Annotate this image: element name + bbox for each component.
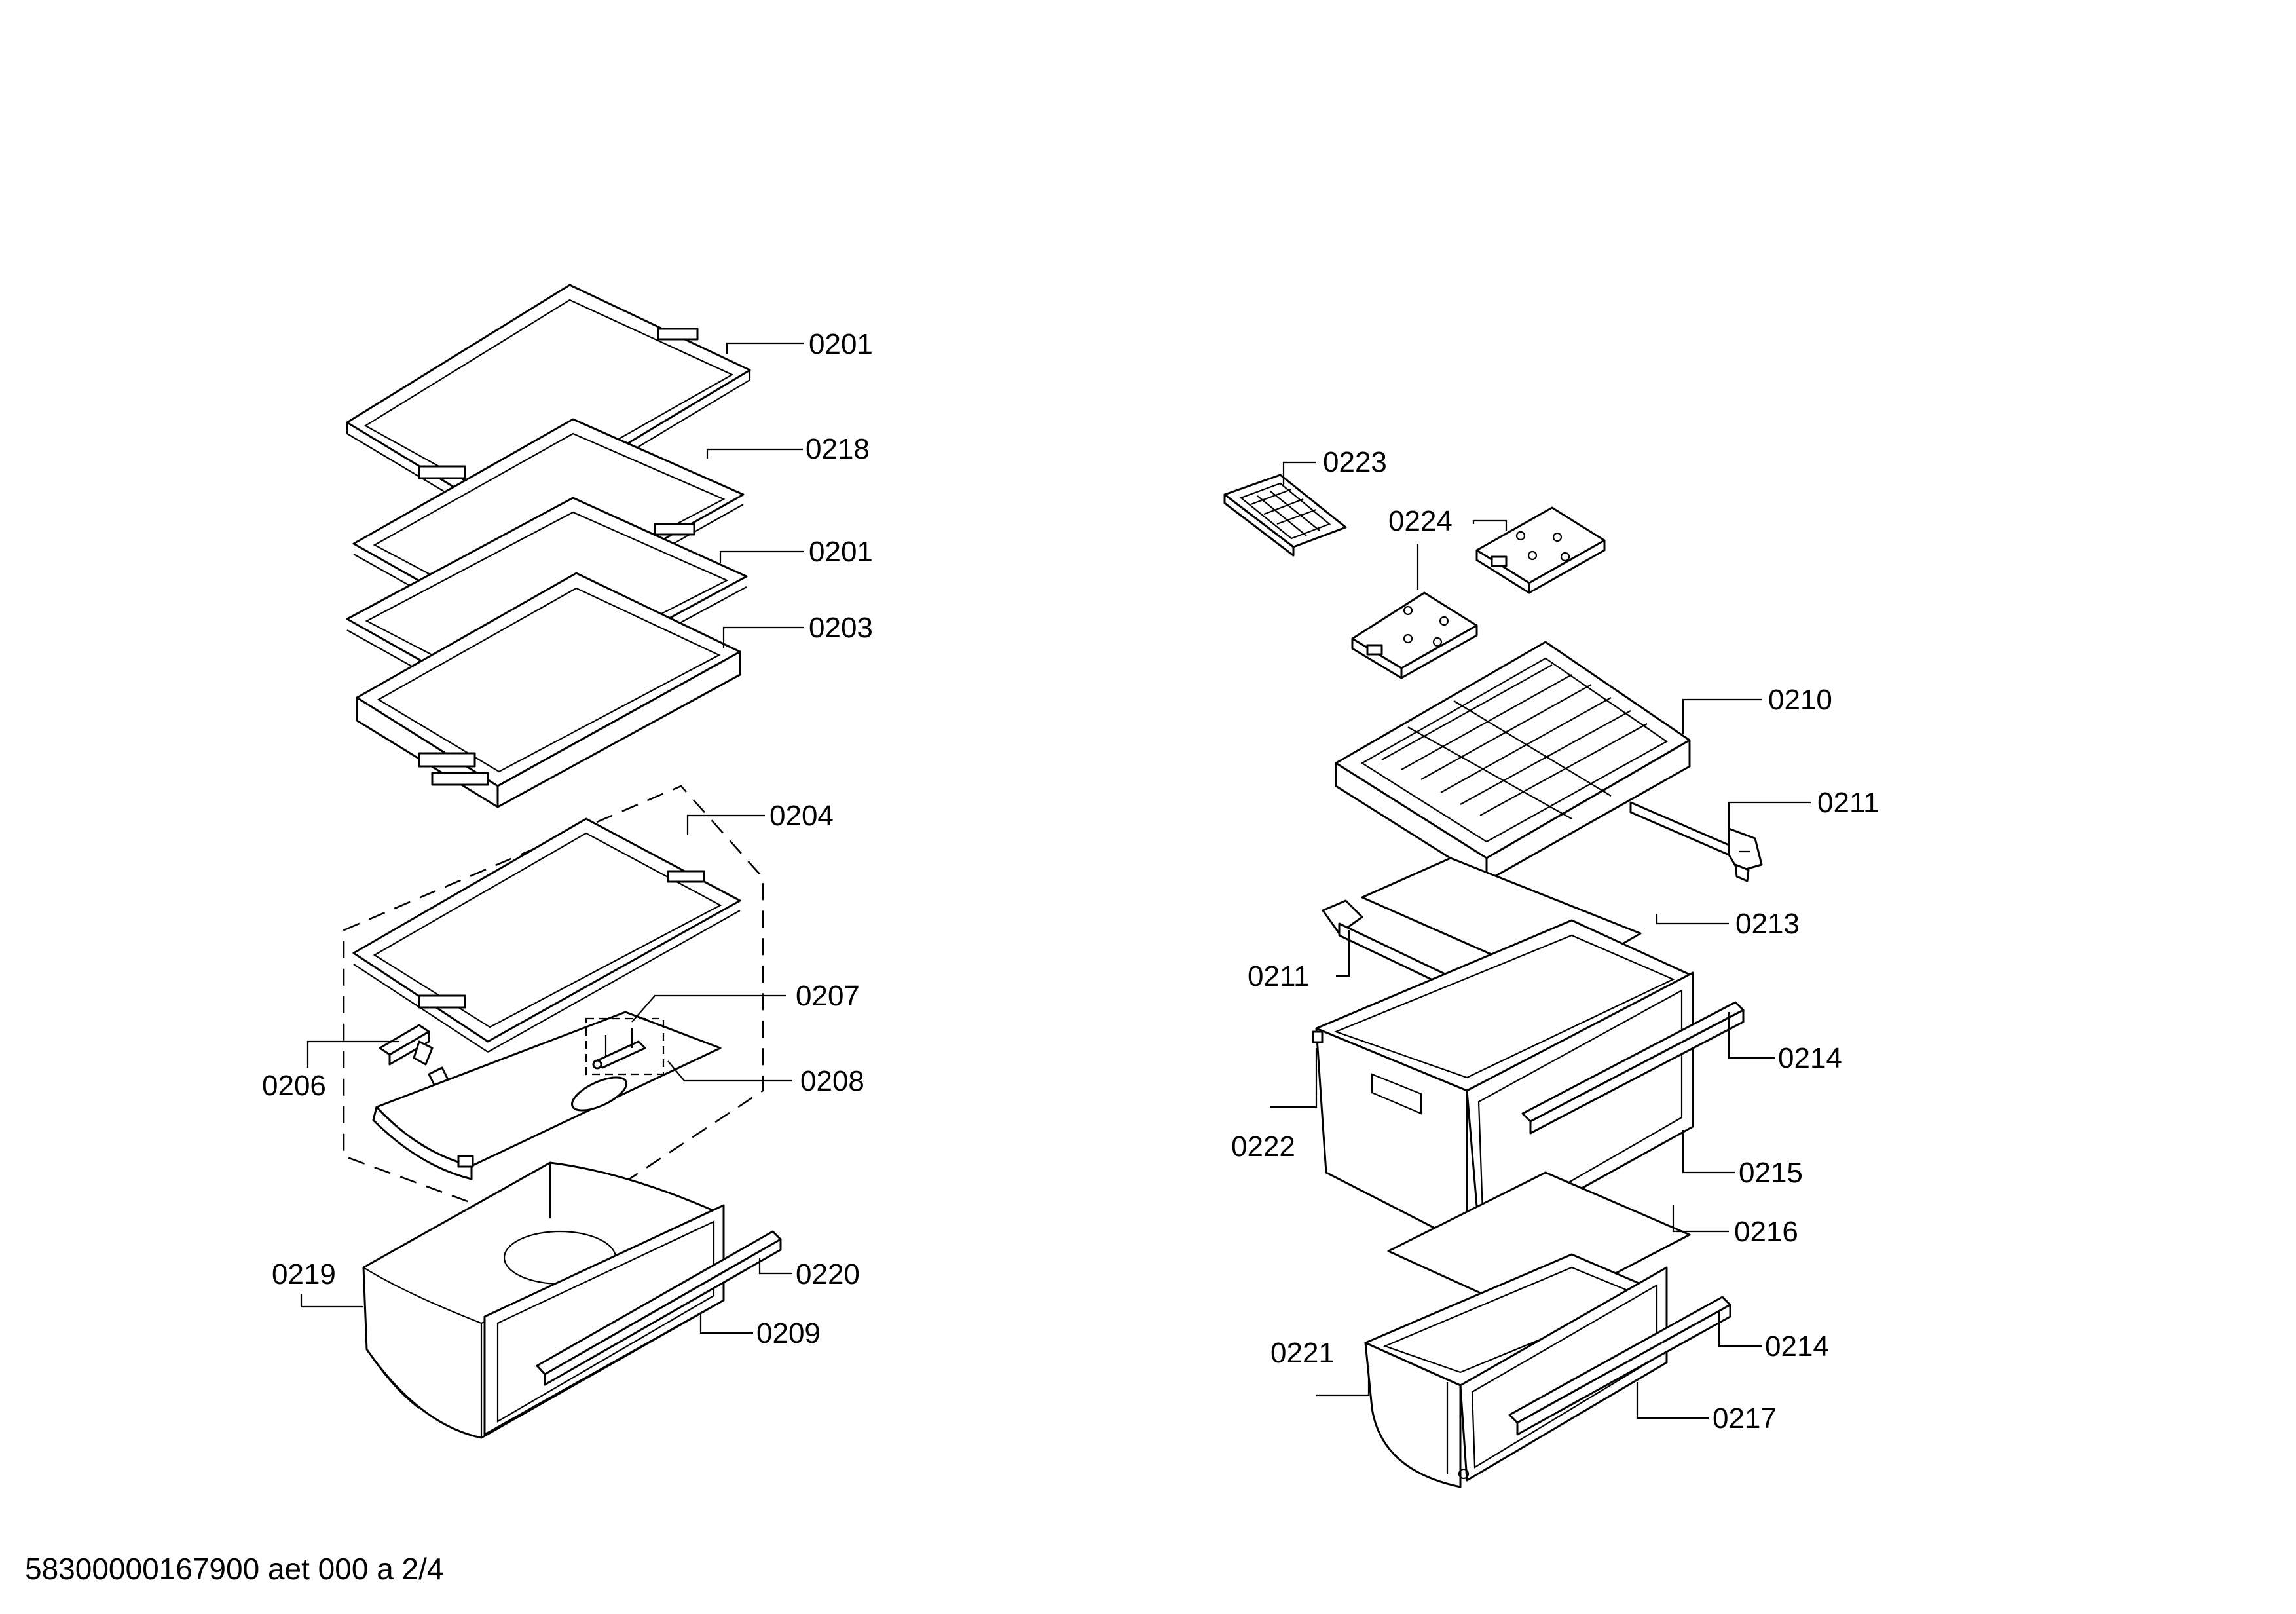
document-id-footer: 58300000167900 aet 000 a 2/4 bbox=[25, 1552, 444, 1586]
leader-lines bbox=[300, 342, 1811, 1419]
glass-shelf-0204 bbox=[352, 817, 741, 1053]
drawer-front-0215 bbox=[1466, 971, 1694, 1246]
label-0209: 0209 bbox=[756, 1317, 821, 1349]
assembly-outline-0204 bbox=[343, 785, 764, 1233]
label-0216: 0216 bbox=[1734, 1216, 1798, 1248]
label-0215: 0215 bbox=[1739, 1157, 1803, 1189]
rail-0211-right bbox=[1629, 801, 1763, 882]
label-0211-right: 0211 bbox=[1817, 787, 1879, 819]
part-labels: 0201 0218 0201 0203 0204 0207 0206 0208 … bbox=[262, 328, 1879, 1435]
label-0204: 0204 bbox=[769, 800, 834, 832]
label-0210: 0210 bbox=[1768, 684, 1832, 716]
label-0220: 0220 bbox=[796, 1258, 860, 1290]
freezer-drawer-0221 bbox=[1364, 1253, 1665, 1488]
cool-pack-0224-left bbox=[1351, 591, 1478, 679]
label-0223: 0223 bbox=[1323, 446, 1387, 478]
clip-0206 bbox=[379, 1024, 453, 1095]
label-0208: 0208 bbox=[800, 1065, 864, 1097]
label-0201-top: 0201 bbox=[809, 328, 873, 360]
freezer-drawer-0222 bbox=[1312, 919, 1694, 1246]
drawer-handle-0220 bbox=[536, 1230, 782, 1386]
label-0214-upper: 0214 bbox=[1778, 1042, 1842, 1074]
label-0201-second: 0201 bbox=[809, 536, 873, 568]
label-0217: 0217 bbox=[1713, 1402, 1777, 1435]
handle-detail-0207 bbox=[585, 1017, 665, 1076]
label-0222: 0222 bbox=[1231, 1131, 1295, 1163]
label-0214-lower: 0214 bbox=[1765, 1330, 1829, 1362]
label-0224: 0224 bbox=[1388, 505, 1453, 537]
shelf-0203 bbox=[356, 572, 741, 808]
drawer-handle-0214-upper bbox=[1521, 1001, 1745, 1135]
ice-cube-tray-0223 bbox=[1223, 474, 1347, 557]
label-0207: 0207 bbox=[796, 980, 860, 1012]
drawer-handle-0214-lower bbox=[1508, 1296, 1731, 1436]
label-0219: 0219 bbox=[272, 1258, 336, 1290]
label-0213: 0213 bbox=[1735, 908, 1800, 940]
cool-pack-0224-right bbox=[1475, 506, 1606, 594]
freezer-tray-0210 bbox=[1335, 641, 1691, 882]
label-0211-left: 0211 bbox=[1248, 960, 1310, 992]
label-0218: 0218 bbox=[805, 433, 870, 465]
label-0206: 0206 bbox=[262, 1070, 326, 1102]
label-0221: 0221 bbox=[1270, 1337, 1335, 1369]
label-0203: 0203 bbox=[809, 612, 873, 644]
